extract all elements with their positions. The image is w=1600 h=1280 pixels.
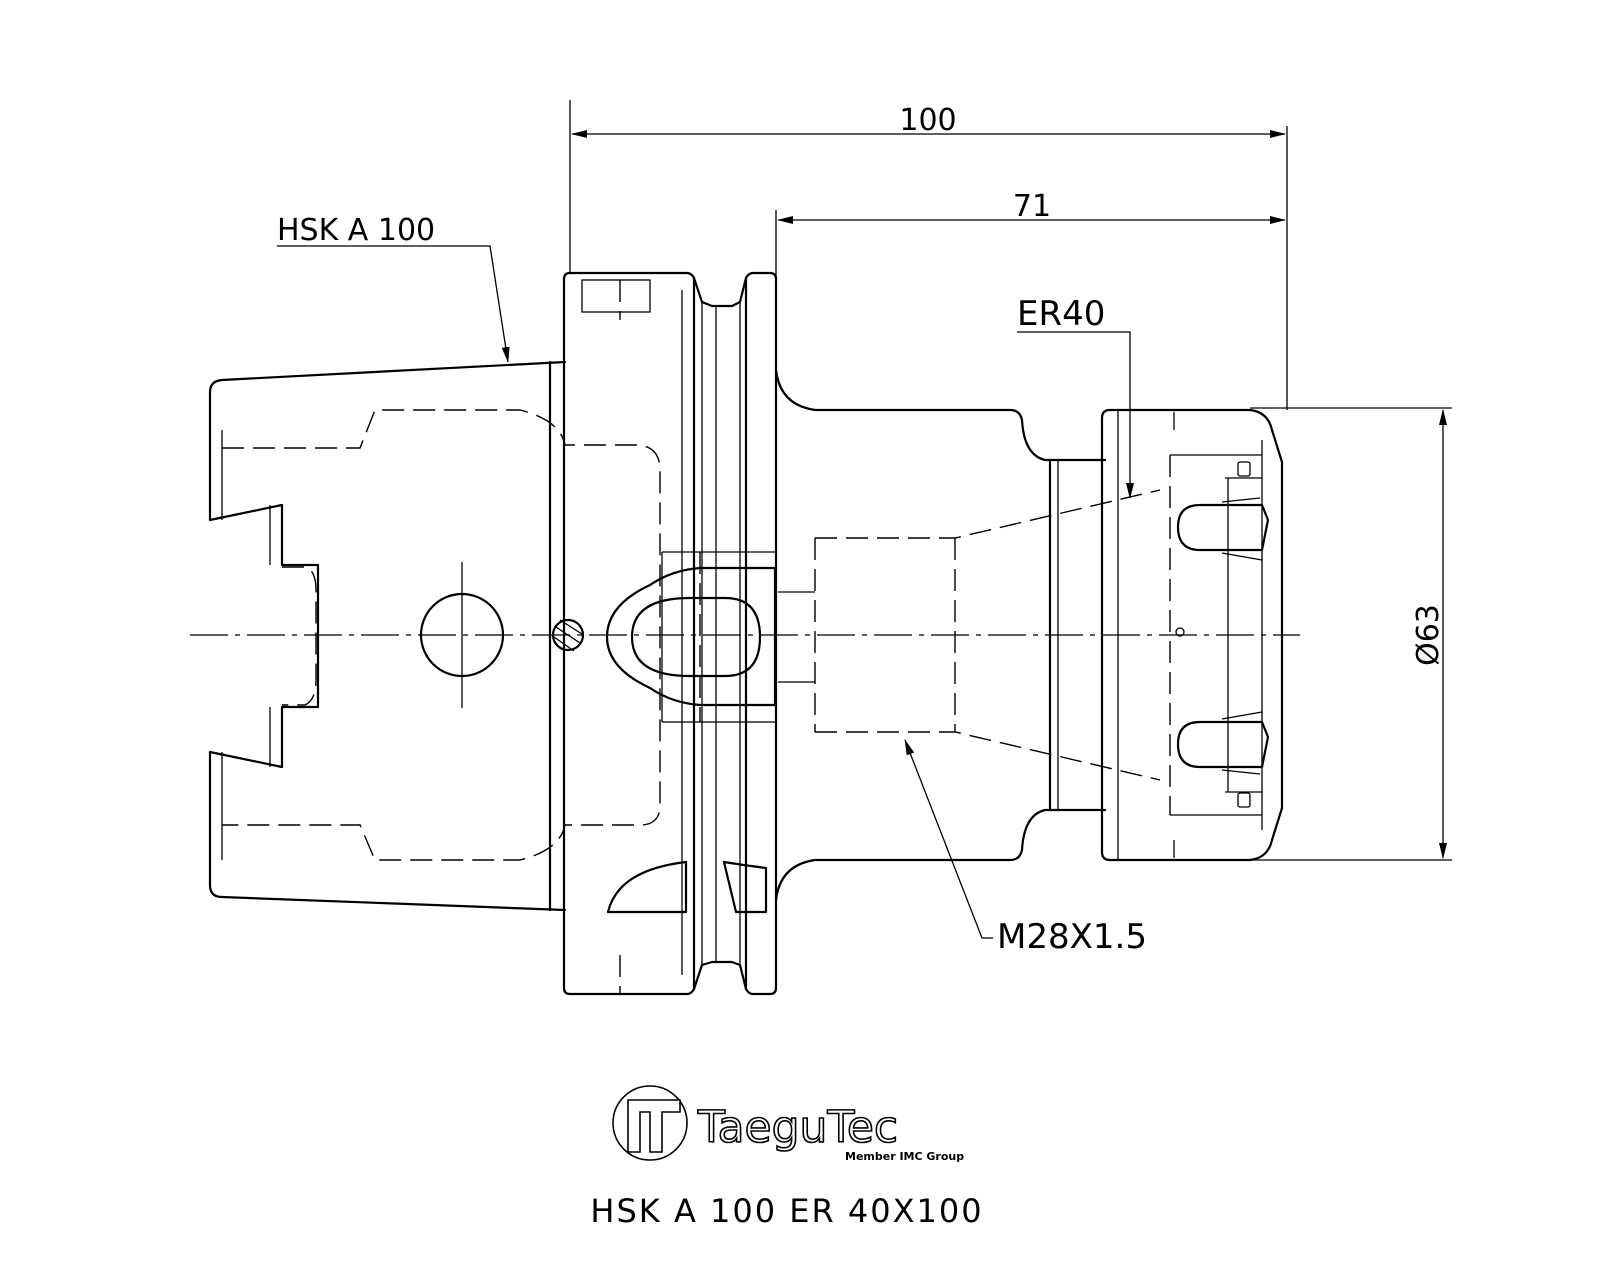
dimension-gauge-length: 71 [775,189,1286,370]
logo-wordmark: TaeguTec [697,1102,898,1153]
drawing-caption: HSK A 100 ER 40X100 [590,1192,983,1230]
dim-diameter-label: Ø63 [1411,604,1446,666]
flange [562,271,778,996]
logo-emblem-icon [612,1085,688,1161]
callout-collet: ER40 [1017,294,1134,499]
dim-100-label: 100 [899,103,956,138]
body [774,368,1161,902]
taegutec-logo: TaeguTec Member IMC Group [612,1085,964,1163]
callout-collet-label: ER40 [1017,294,1105,334]
er-nut [1100,408,1284,862]
logo-tagline: Member IMC Group [845,1150,964,1163]
dimension-overall-length: 100 [569,100,1288,410]
dimension-diameter: Ø63 [1250,407,1452,861]
dim-71-label: 71 [1013,189,1051,224]
callout-shank: HSK A 100 [277,213,510,363]
callout-thread: M28X1.5 [904,739,1147,957]
callout-shank-label: HSK A 100 [277,213,435,248]
callout-thread-label: M28X1.5 [997,917,1147,957]
hsk-shank [208,360,661,912]
